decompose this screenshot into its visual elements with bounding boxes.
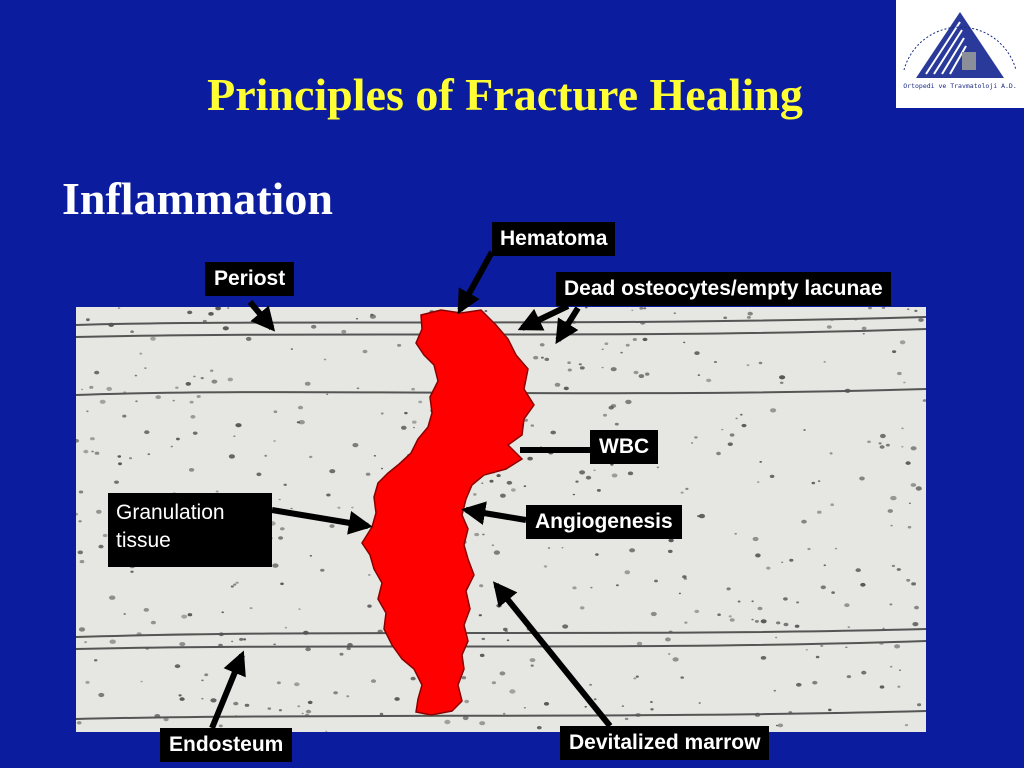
endosteum-arrow <box>209 650 246 730</box>
endosteum-label: Endosteum <box>160 728 293 762</box>
logo-caption: Ortopedi ve Travmatoloji A.D. <box>903 82 1017 90</box>
hematoma-arrow <box>457 250 495 315</box>
slide-title: Principles of Fracture Healing <box>207 69 803 120</box>
angiogenesis-label: Angiogenesis <box>526 505 682 539</box>
dead-osteocytes-arrow-1 <box>517 303 570 331</box>
university-logo: Ortopedi ve Travmatoloji A.D. <box>896 0 1024 108</box>
dead-osteocytes-label: Dead osteocytes/empty lacunae <box>556 272 891 306</box>
periost-label: Periost <box>205 262 295 296</box>
slide-subtitle: Inflammation <box>62 173 333 224</box>
wbc-label: WBC <box>590 430 659 464</box>
granulation-arrow <box>271 507 373 535</box>
hematoma-label: Hematoma <box>492 222 616 256</box>
logo-triangle-icon <box>903 12 1017 78</box>
devitalized-marrow-arrow <box>492 581 613 728</box>
angiogenesis-arrow <box>461 501 527 525</box>
periost-arrow <box>247 300 276 332</box>
granulation-tissue-label: Granulation tissue <box>108 493 272 567</box>
dead-osteocytes-arrow-2 <box>555 306 581 345</box>
devitalized-marrow-label: Devitalized marrow <box>560 726 770 760</box>
